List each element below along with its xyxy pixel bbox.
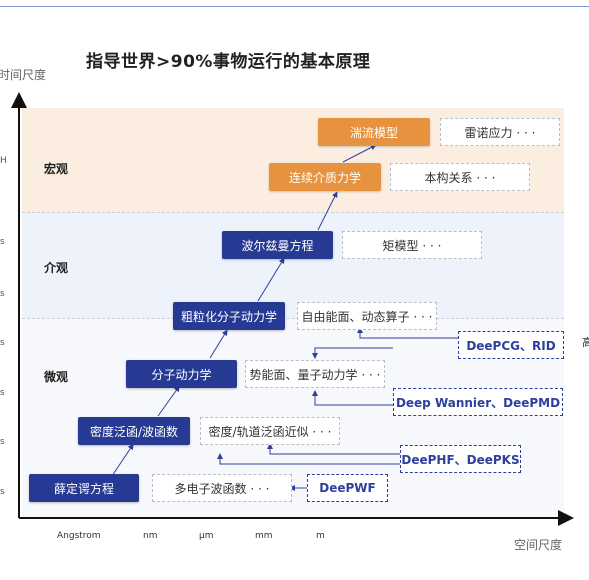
approx-potential-energy-surface: 势能面、量子动力学 · · ·: [245, 360, 385, 388]
deepwannier-connector-2: [312, 347, 393, 359]
approx-reynolds-stress: 雷诺应力 · · ·: [440, 118, 560, 146]
x-axis-label: 空间尺度: [514, 538, 563, 552]
method-boltzmann-equation: 波尔兹曼方程: [222, 231, 333, 259]
step-connector: [342, 144, 377, 163]
x-tick-label: nm: [143, 531, 158, 541]
method-coarse-grained-md: 粗粒化分子动力学: [173, 302, 285, 330]
method-turbulence-model: 湍流模型: [318, 118, 430, 146]
method-continuum-mechanics: 连续介质力学: [269, 163, 381, 191]
meso-scale-band: [22, 212, 564, 318]
x-tick-label: m: [316, 531, 325, 541]
step-connector: [209, 329, 228, 359]
approx-free-energy-surface: 自由能面、动态算子 · · ·: [297, 302, 437, 330]
y-tick-label: s: [0, 237, 5, 247]
diagram-title: 指导世界>90%事物运行的基本原理: [86, 52, 371, 72]
deep-method-deephf-deepks: DeePHF、DeePKS: [400, 445, 521, 473]
y-tick-label: s: [0, 338, 5, 348]
method-dft-wavefunction: 密度泛函/波函数: [78, 417, 190, 445]
x-tick-label: Angstrom: [57, 531, 101, 541]
y-tick-label: H: [0, 156, 7, 166]
method-schrodinger-equation: 薛定谔方程: [29, 474, 139, 502]
deep-method-deepwannier-deepmd: Deep Wannier、DeePMD: [393, 388, 563, 416]
meso-micro-separator: [22, 318, 564, 319]
approx-density-orbital-functional: 密度/轨道泛函近似 · · ·: [200, 417, 340, 445]
deep-method-deeppcg-rid: DeePCG、RID: [458, 331, 564, 359]
method-molecular-dynamics: 分子动力学: [126, 360, 237, 388]
deephf-connector-2: [267, 443, 408, 455]
macro-meso-separator: [22, 212, 564, 213]
x-tick-label: mm: [255, 531, 273, 541]
right-edge-text: 高: [582, 336, 589, 349]
y-tick-label: s: [0, 289, 5, 299]
step-connector: [257, 257, 285, 302]
y-tick-label: s: [0, 437, 5, 447]
approx-many-electron-wavefunction: 多电子波函数 · · ·: [152, 474, 292, 502]
approx-moment-model: 矩模型 · · ·: [342, 231, 482, 259]
step-connector: [111, 443, 134, 477]
y-tick-label: s: [0, 487, 5, 497]
y-tick-label: s: [0, 388, 5, 398]
deep-method-deeppwf: DeePWF: [307, 474, 388, 502]
deepwannier-connector-1: [312, 390, 393, 406]
scale-label-macro: 宏观: [44, 162, 69, 176]
top-divider-line: [0, 6, 589, 7]
x-tick-label: μm: [199, 531, 214, 541]
y-axis-label: 时间尺度: [0, 68, 47, 82]
step-connector: [157, 385, 180, 417]
step-connector: [317, 191, 338, 231]
deeppcg-connector: [357, 327, 458, 339]
scale-label-meso: 介观: [44, 261, 69, 275]
scale-label-micro: 微观: [44, 370, 69, 384]
deephf-connector-1: [217, 453, 400, 465]
approx-constitutive-relation: 本构关系 · · ·: [390, 163, 530, 191]
